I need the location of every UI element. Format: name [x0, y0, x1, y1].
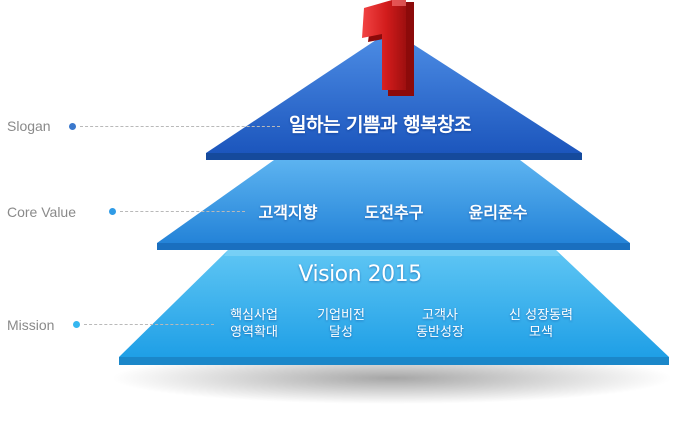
core-value-label: Core Value [7, 204, 77, 220]
mission-connector [84, 324, 214, 325]
number-one-icon [362, 0, 414, 96]
slogan-text: 일하는 기쁨과 행복창조 [288, 114, 472, 136]
slogan-connector [80, 126, 280, 127]
mission-line: 고객사 [422, 308, 458, 323]
mission-item: 핵심사업 영역확대 [199, 307, 309, 341]
slogan-label: Slogan [7, 118, 51, 134]
mission-line: 동반성장 [416, 325, 464, 340]
mission-dot [73, 321, 80, 328]
mission-line: 영역확대 [230, 325, 278, 340]
mission-item: 기업비전 달성 [286, 307, 396, 341]
slogan-dot [69, 123, 76, 130]
mission-item: 신 성장동력 모색 [486, 307, 596, 341]
core-value-connector [120, 211, 245, 212]
mission-line: 핵심사업 [230, 308, 278, 323]
core-value-challenge: 도전추구 [364, 203, 424, 222]
tier-core-value [157, 160, 630, 250]
mission-line: 기업비전 [317, 308, 365, 323]
mission-item: 고객사 동반성장 [385, 307, 495, 341]
core-value-customer: 고객지향 [258, 203, 318, 222]
core-value-ethics: 윤리준수 [468, 203, 528, 222]
vision-title: Vision 2015 [298, 262, 422, 287]
mission-line: 신 성장동력 [509, 308, 573, 323]
tier-mission [119, 250, 669, 365]
core-value-dot [109, 208, 116, 215]
mission-line: 모색 [529, 325, 553, 340]
mission-line: 달성 [329, 325, 353, 340]
mission-label: Mission [7, 317, 55, 333]
